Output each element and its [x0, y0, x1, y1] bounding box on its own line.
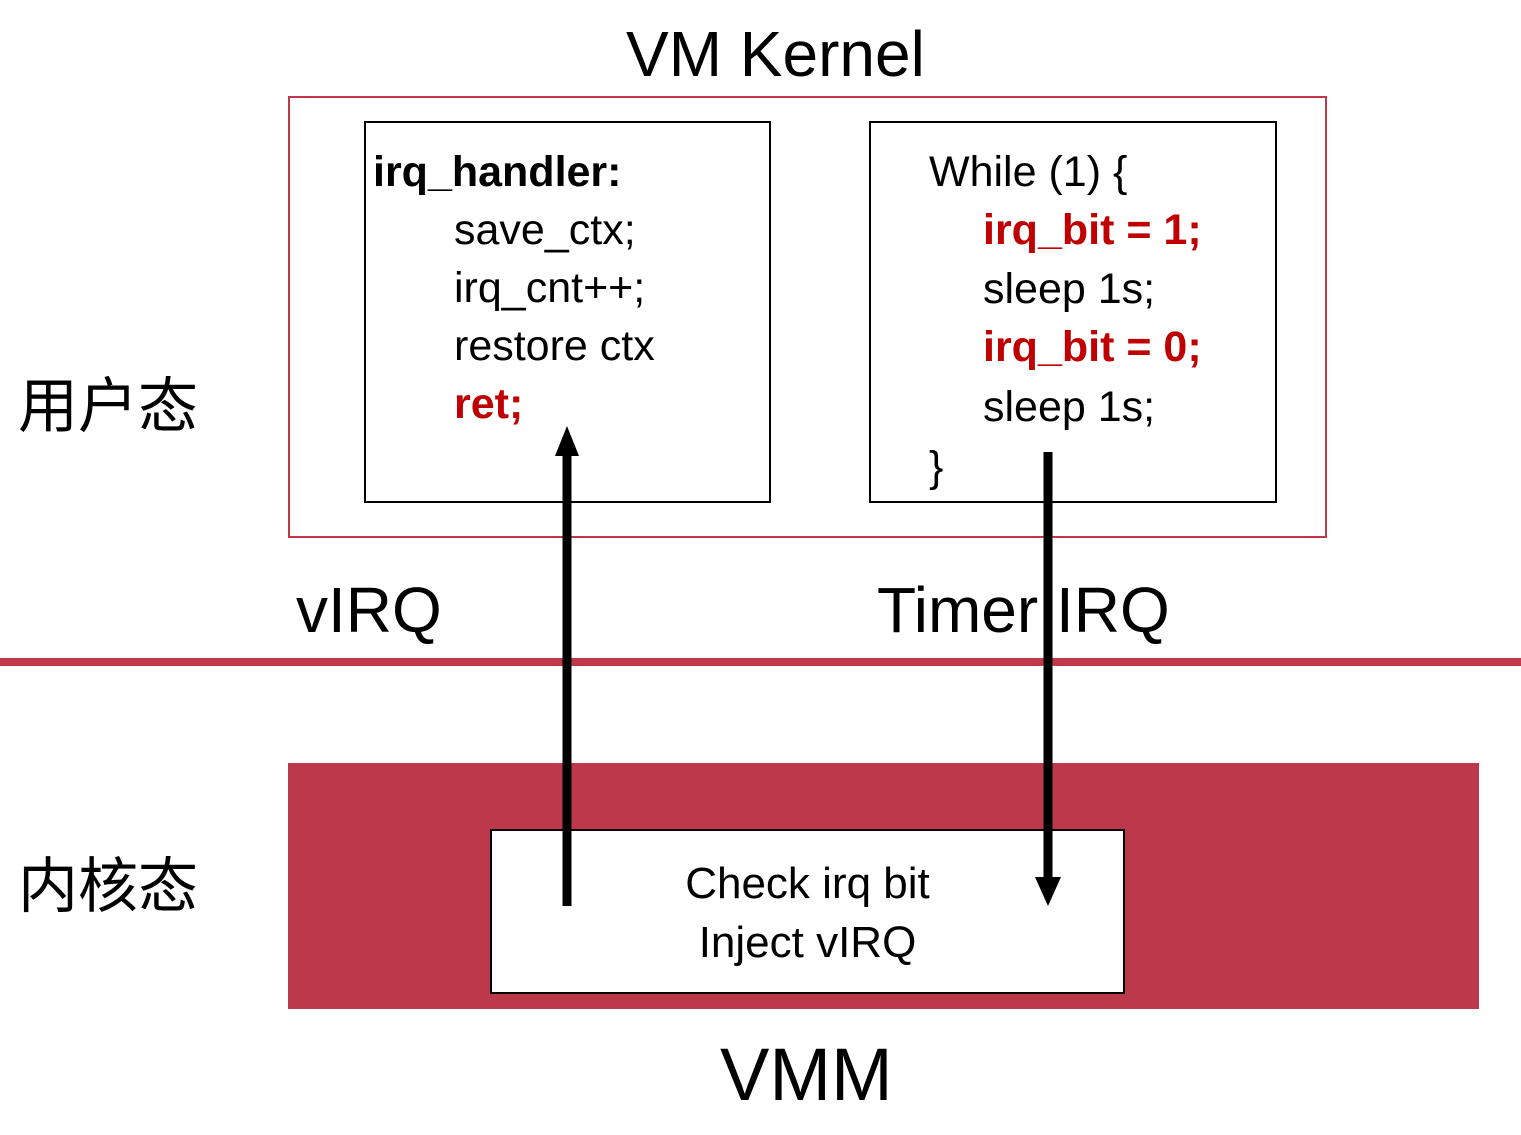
- vm-kernel-title: VM Kernel: [626, 18, 925, 90]
- timer-loop-open: While (1) {: [929, 148, 1128, 196]
- timer-irq-label: Timer IRQ: [877, 574, 1170, 646]
- timer-loop-box: While (1) { irq_bit = 1; sleep 1s; irq_b…: [869, 121, 1277, 503]
- vmm-inner-box: Check irq bit Inject vIRQ: [490, 829, 1125, 994]
- timer-loop-close: }: [929, 443, 944, 491]
- kernel-mode-label: 内核态: [18, 852, 198, 922]
- vmm-check-line: Check irq bit: [685, 859, 930, 908]
- vm-kernel-frame: [288, 96, 1327, 538]
- vmm-inject-line: Inject vIRQ: [698, 918, 917, 967]
- mode-divider: [0, 658, 1521, 666]
- vmm-label: VMM: [720, 1033, 893, 1116]
- timer-loop-sleep: sleep 1s;: [983, 383, 1156, 431]
- irq-handler-ret-line: ret;: [454, 380, 524, 428]
- timer-loop-sleep: sleep 1s;: [983, 265, 1156, 313]
- timer-loop-irq-bit-set: irq_bit = 1;: [983, 206, 1202, 254]
- irq-handler-line: save_ctx;: [454, 206, 636, 254]
- irq-handler-header: irq_handler:: [373, 148, 622, 196]
- virq-arrow: [555, 426, 579, 906]
- timer-irq-arrow: [1035, 452, 1061, 906]
- irq-handler-line: irq_cnt++;: [454, 264, 646, 312]
- user-mode-label: 用户态: [18, 372, 198, 442]
- timer-loop-irq-bit-clear: irq_bit = 0;: [983, 323, 1202, 371]
- irq-handler-line: restore ctx: [454, 322, 655, 370]
- virq-label: vIRQ: [296, 574, 442, 646]
